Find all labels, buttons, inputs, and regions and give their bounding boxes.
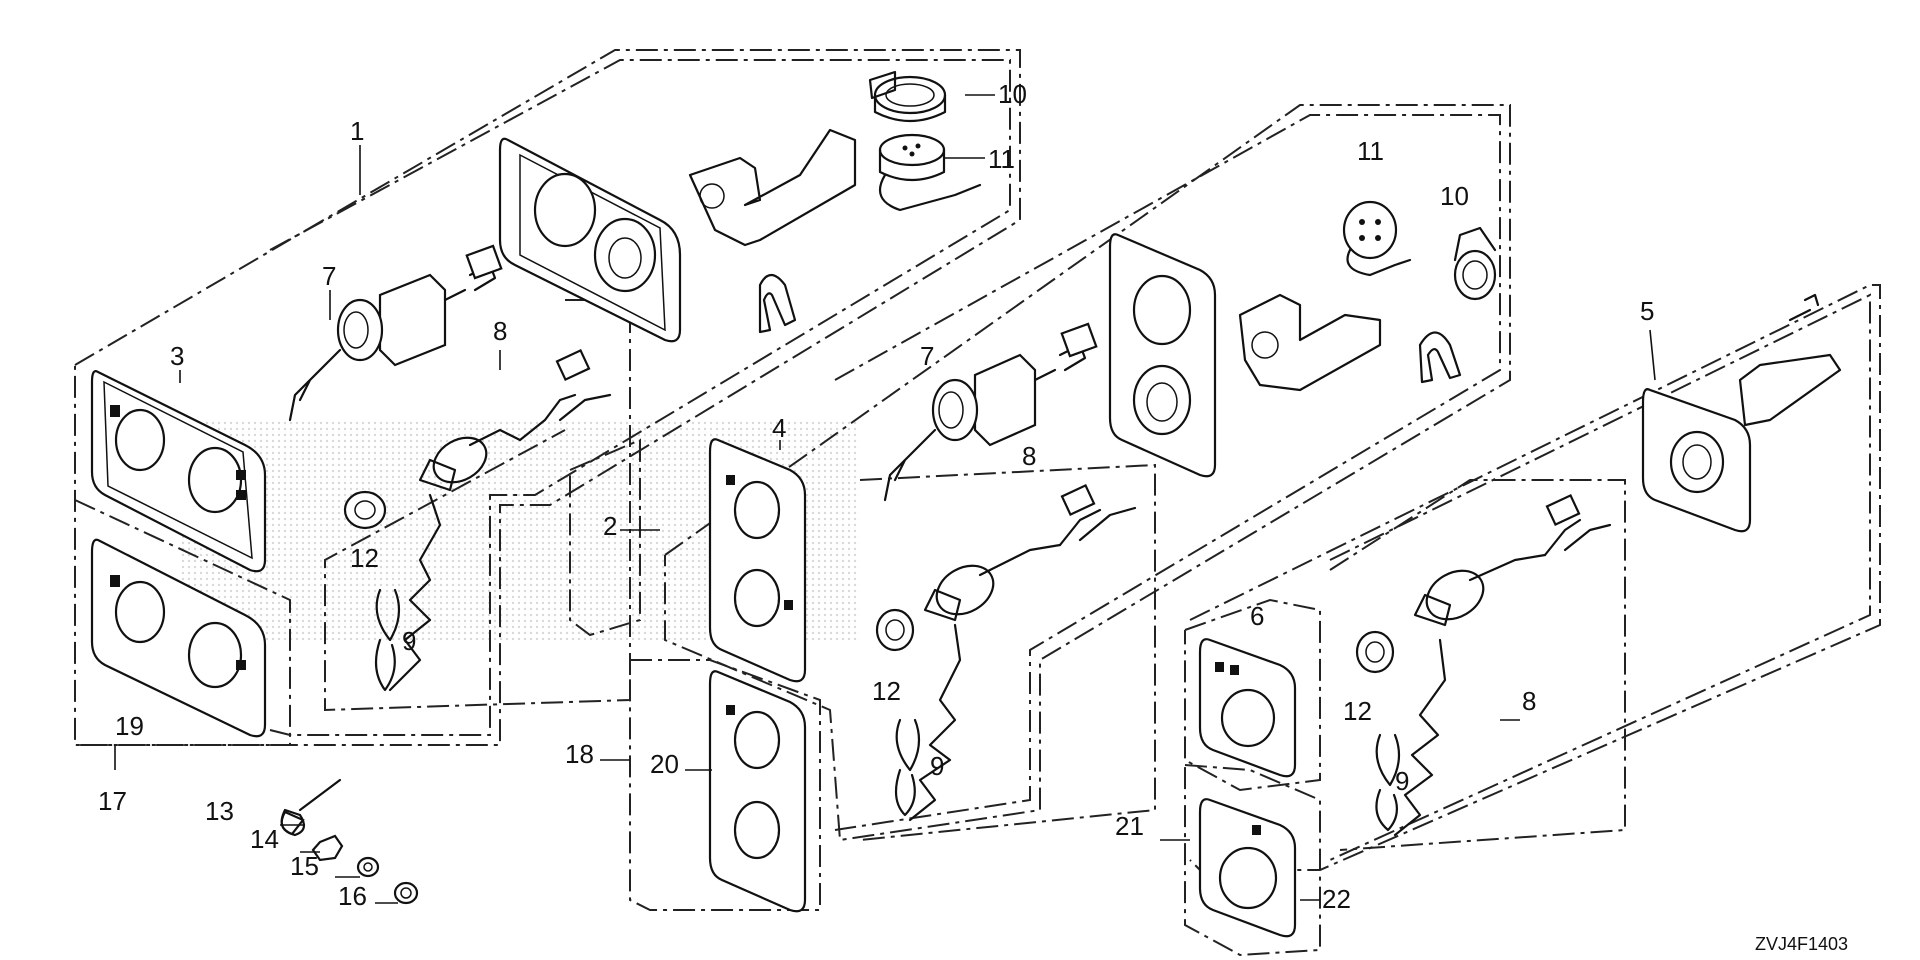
callout-17: 17 — [98, 786, 127, 816]
bracket-top — [688, 128, 857, 247]
panel-plate-4 — [708, 438, 807, 683]
frame-plate-middle — [1108, 233, 1217, 478]
group-outlines — [74, 49, 1881, 957]
callout-8-right: 8 — [1522, 686, 1536, 716]
callout-9-right: 9 — [1395, 766, 1409, 796]
callout-22: 22 — [1322, 884, 1351, 914]
panel-plate-22 — [1198, 798, 1297, 938]
callout-10-top: 10 — [998, 79, 1027, 109]
buzzer-11-middle — [1342, 200, 1412, 277]
callout-7-middle: 7 — [920, 341, 934, 371]
leader-lines — [114, 94, 1656, 904]
callout-1: 1 — [350, 116, 364, 146]
callout-5: 5 — [1640, 296, 1654, 326]
callout-14: 14 — [250, 824, 279, 854]
callout-2: 2 — [603, 511, 617, 541]
callout-12-middle: 12 — [872, 676, 901, 706]
callout-9-top: 9 — [402, 626, 416, 656]
callout-21: 21 — [1115, 811, 1144, 841]
clip-middle — [1418, 331, 1462, 384]
frame-plate-left — [498, 137, 682, 343]
callout-8-top: 8 — [493, 316, 507, 346]
switch-8-middle — [923, 483, 1137, 622]
callout-12-right: 12 — [1343, 696, 1372, 726]
nut-12-middle — [875, 608, 915, 652]
buzzer-11-top — [878, 133, 982, 212]
callout-13: 13 — [205, 796, 234, 826]
callout-18: 18 — [565, 739, 594, 769]
callout-9-middle: 9 — [930, 751, 944, 781]
lanyard-9-middle — [894, 623, 962, 822]
callout-19: 19 — [115, 711, 144, 741]
callout-15: 15 — [290, 851, 319, 881]
hardware-13-16 — [280, 778, 419, 905]
lanyard-9-right — [1375, 638, 1447, 837]
callout-11-middle: 11 — [1357, 136, 1384, 166]
panel-plate-3 — [90, 370, 267, 573]
frame-plate-right — [1641, 293, 1842, 533]
clip-top — [758, 273, 797, 334]
callout-3: 3 — [170, 341, 184, 371]
clamp-10-middle — [1453, 226, 1497, 301]
callout-20: 20 — [650, 749, 679, 779]
nut-12-right — [1355, 630, 1395, 674]
panel-plate-19 — [90, 538, 267, 738]
callout-10-middle: 10 — [1440, 181, 1469, 211]
callout-11-top: 11 — [988, 144, 1015, 174]
key-switch-7-top — [288, 244, 503, 422]
callout-4: 4 — [772, 413, 786, 443]
bracket-middle — [1238, 293, 1382, 392]
switch-8-right — [1413, 493, 1612, 627]
panel-plate-20 — [708, 670, 807, 913]
nut-12-top — [343, 490, 387, 530]
panel-plate-6 — [1198, 638, 1297, 778]
clamp-10-top — [868, 70, 947, 122]
callout-6: 6 — [1250, 601, 1264, 631]
callout-7-top: 7 — [322, 261, 336, 291]
callout-12-top: 12 — [350, 543, 379, 573]
switch-8-top — [418, 348, 612, 492]
key-switch-7-middle — [883, 322, 1098, 502]
lanyard-9-top — [374, 493, 442, 692]
callout-8-middle: 8 — [1022, 441, 1036, 471]
diagram-code: ZVJ4F1403 — [1755, 934, 1848, 954]
callout-16: 16 — [338, 881, 367, 911]
callout-labels: 1 2 3 4 5 6 7 7 8 8 8 9 9 9 10 10 11 11 … — [98, 79, 1848, 954]
